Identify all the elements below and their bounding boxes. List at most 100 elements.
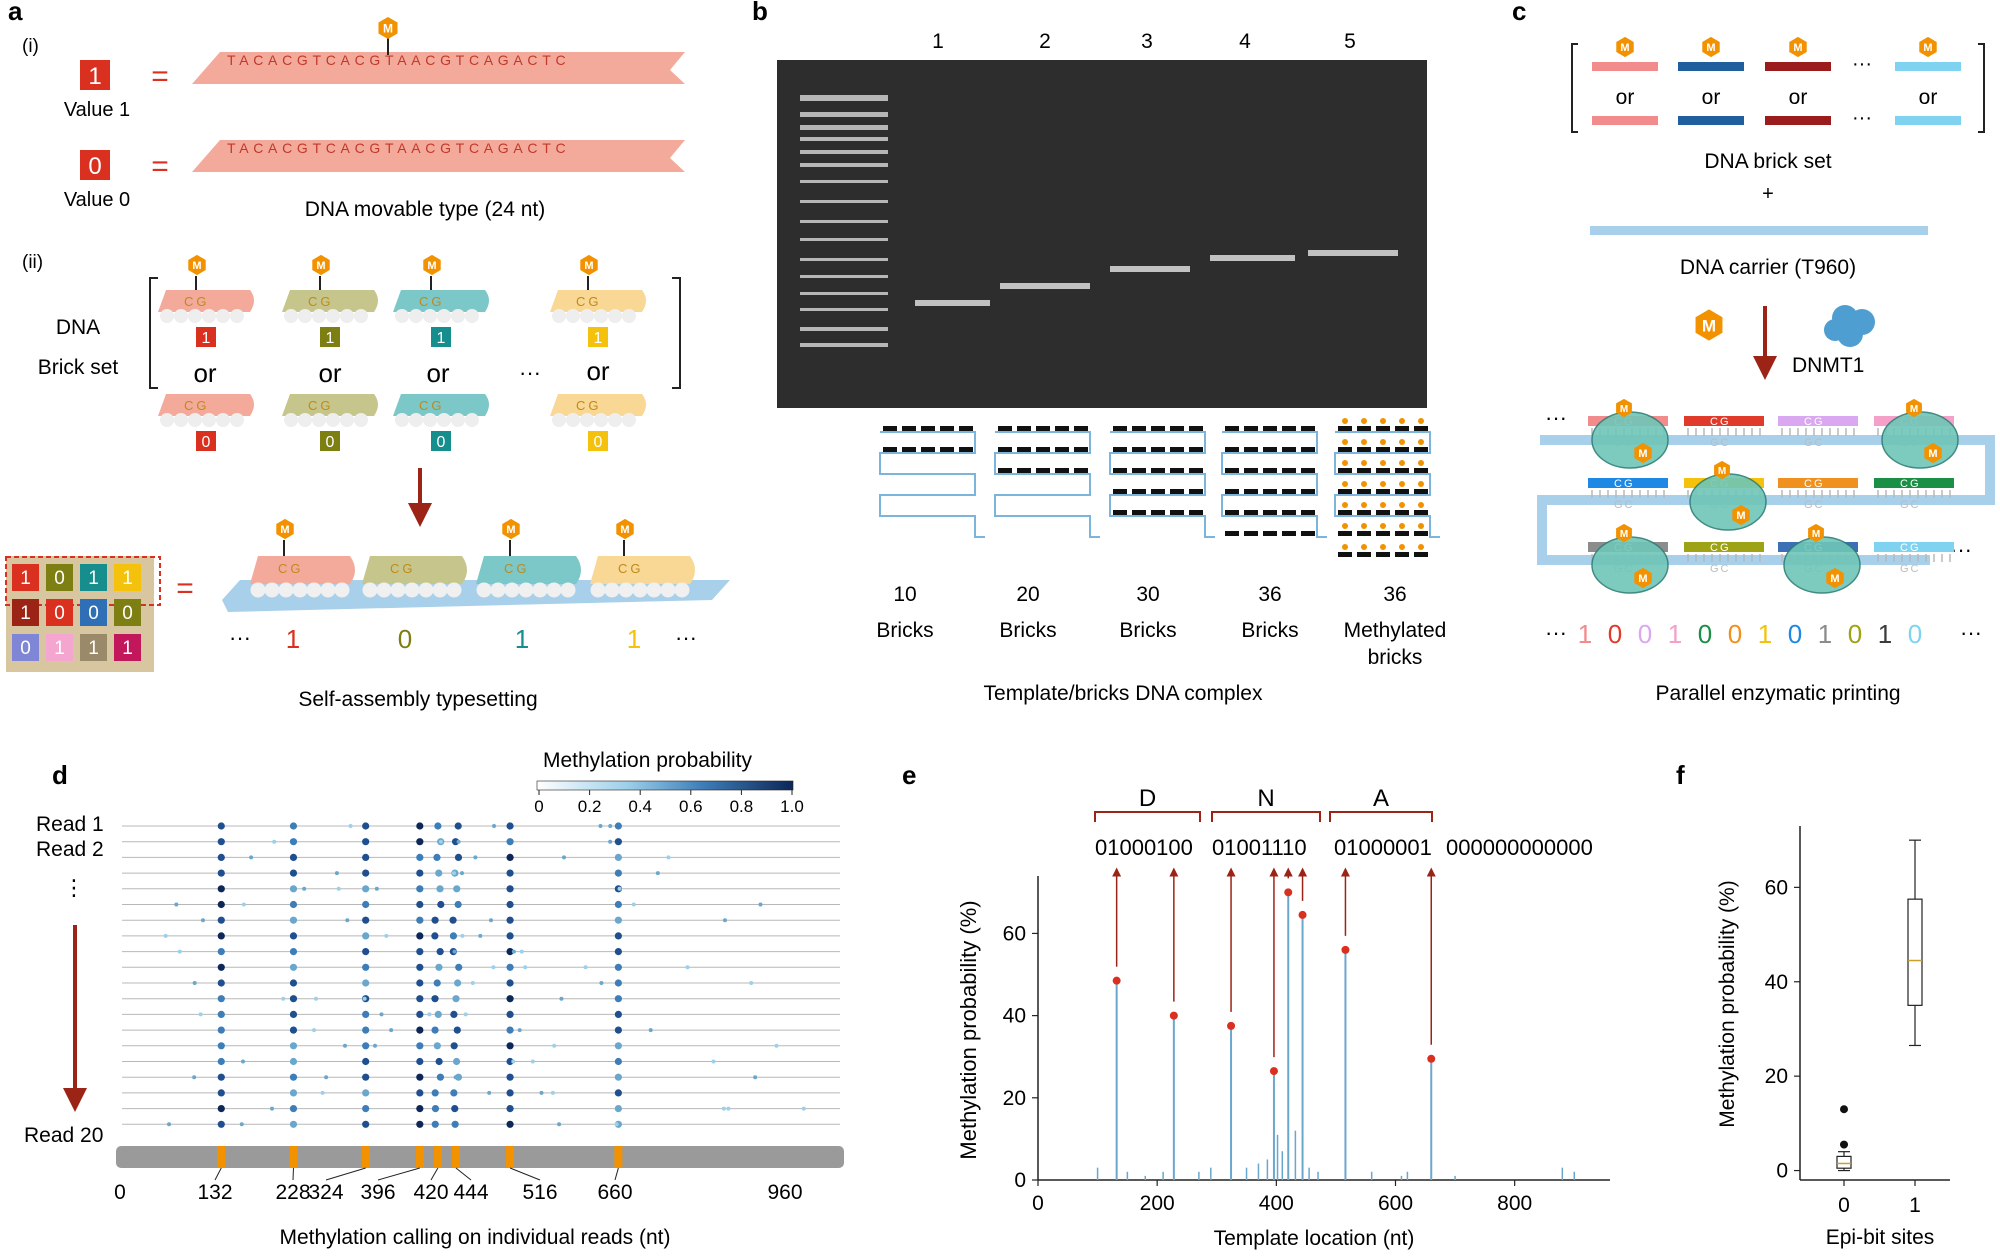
- bracket-left: [149, 277, 158, 389]
- methylation-call: [362, 948, 370, 956]
- ellipsis: ···: [1960, 620, 1982, 645]
- methylation-call: [506, 1089, 514, 1097]
- cg-site-label: CG: [184, 294, 210, 309]
- ellipsis: ···: [1545, 405, 1567, 430]
- methylation-call: [416, 916, 424, 924]
- bit-square: [431, 431, 451, 451]
- template-brick-complex: [1334, 418, 1440, 557]
- gc-site-label: GC: [1710, 437, 1731, 449]
- gc-site-label: GC: [1900, 563, 1921, 575]
- methylation-call: [289, 869, 298, 877]
- ellipsis: ···: [675, 625, 697, 650]
- brick-count: 30: [1136, 583, 1159, 606]
- methylation-call: [506, 1073, 514, 1081]
- methylation-call: [506, 1105, 514, 1113]
- x-tick-label: 132: [197, 1181, 232, 1204]
- methylation-call: [561, 855, 566, 860]
- methylation-call: [416, 900, 424, 909]
- brick-bar: [1765, 116, 1831, 125]
- ladder-band: [800, 150, 888, 154]
- x-tick-label: 600: [1378, 1192, 1413, 1215]
- brick-label: Bricks: [999, 619, 1056, 642]
- printed-bit: 0: [1608, 619, 1622, 649]
- bit-digit: 1: [437, 330, 446, 347]
- brick-bar: [1592, 62, 1658, 71]
- epi-bit-sites: [217, 1146, 623, 1168]
- methylation-call: [511, 949, 516, 954]
- ellipsis: ···: [1950, 537, 1972, 562]
- ellipsis: ···: [1852, 53, 1872, 75]
- byte-code: 01000100: [1095, 835, 1193, 860]
- colorbar-tick-label: 0.8: [730, 797, 754, 816]
- methylation-call: [217, 1073, 225, 1081]
- methylation-call: [614, 1042, 622, 1050]
- tick-leader: [214, 1167, 222, 1181]
- methylation-call: [433, 1042, 441, 1050]
- methylation-call: [711, 1059, 716, 1064]
- y-tick-label: 40: [1003, 1005, 1026, 1028]
- methylation-call: [217, 1089, 225, 1097]
- methylation-call: [614, 1026, 622, 1034]
- cg-site-label: CG: [1710, 542, 1731, 554]
- dna-brick: CG: [158, 394, 254, 427]
- methylation-call: [506, 1010, 514, 1019]
- methylation-call: [614, 979, 622, 987]
- methylation-call: [217, 1057, 225, 1066]
- methylation-call: [506, 932, 514, 940]
- methylation-call: [506, 1042, 514, 1050]
- methylation-call: [449, 932, 458, 940]
- cg-site-label: CG: [308, 294, 334, 309]
- methylation-call: [320, 1090, 325, 1095]
- methylation-call: [289, 853, 298, 862]
- methylation-call: [416, 995, 424, 1003]
- methylation-call: [530, 1059, 535, 1064]
- methyl-icon: [1702, 36, 1720, 58]
- methylation-call: [666, 855, 671, 860]
- or-label: or: [586, 356, 609, 386]
- epi-bit-point: [1298, 910, 1307, 919]
- bit-cell-digit: 0: [88, 603, 99, 624]
- sequence-text: TACACGTCACGTAACGTCAGACTC: [227, 140, 570, 156]
- methylation-call: [416, 822, 424, 830]
- brick-label: Bricks: [1119, 619, 1176, 642]
- cg-site-label: CG: [1900, 478, 1921, 490]
- panel-letter: e: [902, 760, 916, 790]
- template-brick-complex: [1221, 426, 1327, 538]
- cg-site-label: CG: [184, 398, 210, 413]
- y-tick-label: 0: [1776, 1160, 1788, 1183]
- methylation-call: [454, 900, 462, 909]
- dna-brick: CG: [250, 518, 355, 598]
- methylation-call: [362, 1057, 370, 1066]
- methylation-call: [559, 996, 564, 1001]
- methylation-call: [722, 918, 727, 923]
- methylation-call: [289, 963, 298, 971]
- methylation-call: [506, 1057, 514, 1066]
- epi-bit-site-marker: [415, 1146, 424, 1168]
- methylation-call: [453, 1026, 461, 1034]
- methylation-call: [217, 1105, 225, 1113]
- gc-site-label: GC: [1710, 563, 1731, 575]
- printed-bit: 0: [1638, 619, 1652, 649]
- methylation-call: [453, 1075, 458, 1080]
- methylation-call: [456, 839, 461, 844]
- methylation-call: [506, 1120, 514, 1128]
- methylation-call: [389, 1028, 394, 1033]
- methylation-call: [362, 1026, 370, 1034]
- box-plot: [1836, 839, 1923, 1172]
- cg-site-label: CG: [1614, 478, 1635, 490]
- methylation-call: [416, 1105, 424, 1113]
- ladder-band: [800, 308, 888, 311]
- bit-cell: [12, 564, 39, 591]
- bit-cell: [80, 564, 107, 591]
- lane-number: 2: [1039, 30, 1051, 53]
- methylation-call: [454, 1073, 463, 1081]
- methylation-call: [431, 1026, 439, 1034]
- methylation-call: [217, 963, 225, 971]
- epi-bit-site-marker: [433, 1146, 442, 1168]
- bit-cell-digit: 1: [122, 568, 133, 589]
- methylation-call: [435, 869, 443, 877]
- methylation-call: [362, 963, 370, 971]
